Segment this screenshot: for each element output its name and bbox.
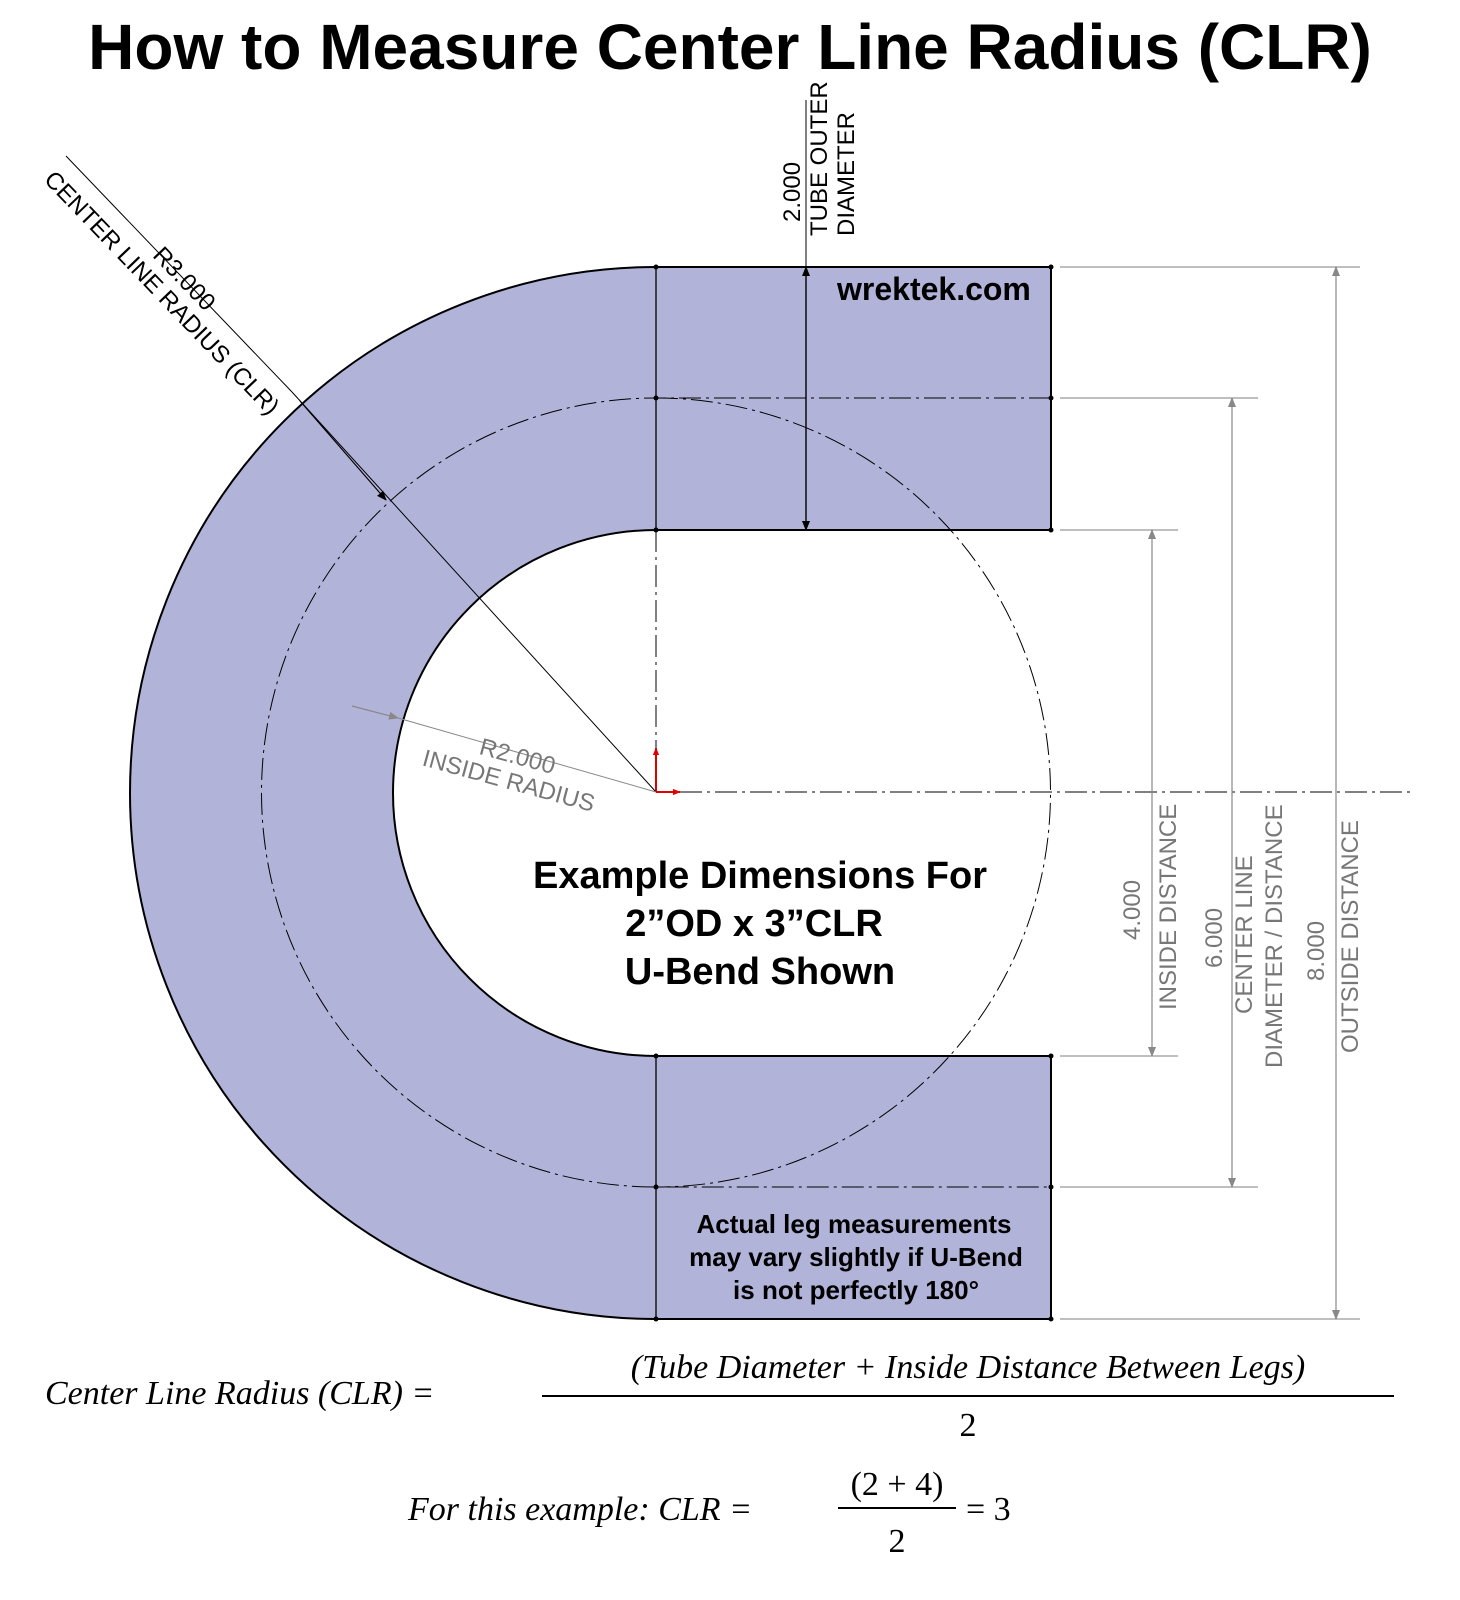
clr-arrow [299, 400, 387, 501]
clr-leader-line [65, 155, 293, 393]
clr-label-group: R3.000 CENTER LINE RADIUS (CLR) [39, 166, 285, 421]
outside-distance-label: OUTSIDE DISTANCE [1337, 820, 1364, 1053]
tube-od-label-1: TUBE OUTER [806, 81, 833, 236]
example-denominator: 2 [889, 1523, 906, 1560]
clr-dimension-line [291, 391, 657, 793]
center-line-label-2: DIAMETER / DISTANCE [1261, 804, 1288, 1068]
example-numerator: (2 + 4) [851, 1466, 944, 1503]
extension-lines [1060, 266, 1360, 1320]
u-bend-tube [129, 266, 1052, 1320]
center-line-label-1: CENTER LINE [1231, 855, 1258, 1014]
inside-distance-label-group: 4.000 INSIDE DISTANCE [1119, 804, 1182, 1010]
tube-od-value: 2.000 [779, 162, 806, 222]
clr-formula: Center Line Radius (CLR) = (Tube Diamete… [45, 1349, 1394, 1444]
formula-numerator: (Tube Diameter + Inside Distance Between… [631, 1349, 1305, 1386]
tube-od-label-2: DIAMETER [833, 112, 860, 236]
inside-radius-arrow [351, 705, 399, 720]
center-note-line-1: Example Dimensions For [533, 855, 987, 897]
example-result: = 3 [966, 1491, 1011, 1528]
construction-arc [655, 397, 1051, 1188]
inside-radius-line [397, 717, 657, 793]
center-note-line-3: U-Bend Shown [625, 951, 895, 993]
leg-note: Actual leg measurements may vary slightl… [689, 1209, 1023, 1305]
center-note: Example Dimensions For 2”OD x 3”CLR U-Be… [533, 855, 987, 993]
formula-denominator: 2 [960, 1407, 977, 1444]
leg-note-line-1: Actual leg measurements [696, 1209, 1011, 1239]
vertex-dots [653, 264, 1054, 1322]
page-title: How to Measure Center Line Radius (CLR) [88, 11, 1372, 83]
inside-distance-value: 4.000 [1119, 880, 1146, 940]
leg-note-line-2: may vary slightly if U-Bend [689, 1242, 1023, 1272]
outside-distance-value: 8.000 [1303, 921, 1330, 981]
example-formula: For this example: CLR = (2 + 4) 2 = 3 [407, 1466, 1011, 1560]
center-line-value: 6.000 [1201, 908, 1228, 968]
tube-od-label-group: 2.000 TUBE OUTER DIAMETER [779, 81, 860, 236]
inside-radius-label-group: R2.000 INSIDE RADIUS [420, 733, 598, 817]
clr-label: CENTER LINE RADIUS (CLR) [39, 166, 285, 421]
center-line [261, 397, 1051, 1188]
center-line-label-group: 6.000 CENTER LINE DIAMETER / DISTANCE [1201, 804, 1288, 1068]
inside-distance-label: INSIDE DISTANCE [1155, 804, 1182, 1010]
outside-distance-label-group: 8.000 OUTSIDE DISTANCE [1303, 820, 1364, 1053]
watermark-text: wrektek.com [836, 271, 1031, 307]
center-note-line-2: 2”OD x 3”CLR [625, 903, 883, 945]
example-lhs: For this example: CLR = [407, 1491, 752, 1528]
formula-lhs: Center Line Radius (CLR) = [45, 1375, 434, 1412]
leg-note-line-3: is not perfectly 180° [733, 1275, 979, 1305]
